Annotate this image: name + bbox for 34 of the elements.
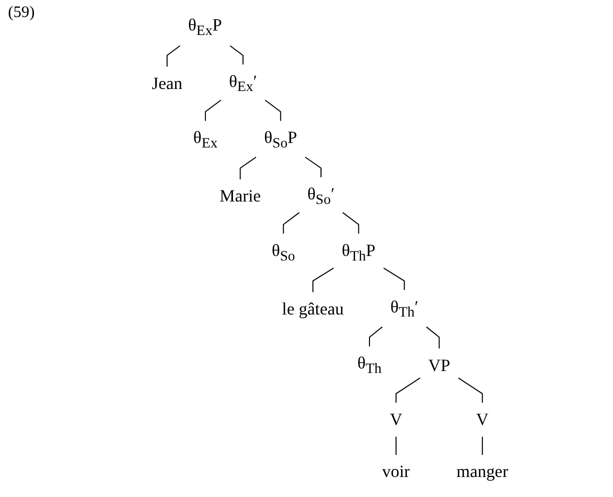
node-text: θ$_{Ex}$P — [188, 15, 222, 39]
connector — [312, 268, 334, 292]
connector — [166, 45, 180, 67]
node-text: voir — [382, 462, 410, 482]
node-text: θ$_{Th}$′ — [390, 297, 418, 321]
node-text: le gâteau — [282, 299, 344, 318]
connector — [342, 212, 360, 234]
connector — [304, 156, 322, 178]
node-text: θ$_{Th}$ — [357, 353, 382, 378]
node-text: θ$_{Ex}$ — [193, 128, 218, 152]
node-text: θ$_{Th}$P — [342, 240, 376, 264]
node-text: θ$_{Ex}$′ — [229, 72, 258, 96]
node-text: V — [476, 410, 489, 430]
connector — [482, 436, 483, 455]
connector — [282, 212, 300, 234]
connector — [264, 100, 282, 121]
node-text: VP — [428, 356, 450, 375]
connector — [396, 436, 397, 455]
node-text: θ$_{So}$′ — [307, 184, 335, 208]
node-text: Marie — [220, 186, 261, 206]
connector — [458, 378, 483, 403]
connector — [204, 100, 222, 121]
node-text: Jean — [152, 74, 182, 93]
example-number: (59) — [8, 4, 35, 22]
connector — [240, 156, 256, 180]
node-text: θ$_{So}$P — [264, 128, 298, 152]
connector — [396, 378, 420, 403]
node-text: manger — [456, 462, 508, 482]
connector — [368, 326, 383, 346]
connector — [383, 268, 405, 290]
node-text: θ$_{So}$ — [272, 240, 296, 264]
connector — [230, 45, 244, 64]
connector — [426, 326, 440, 348]
node-text: V — [390, 410, 402, 430]
